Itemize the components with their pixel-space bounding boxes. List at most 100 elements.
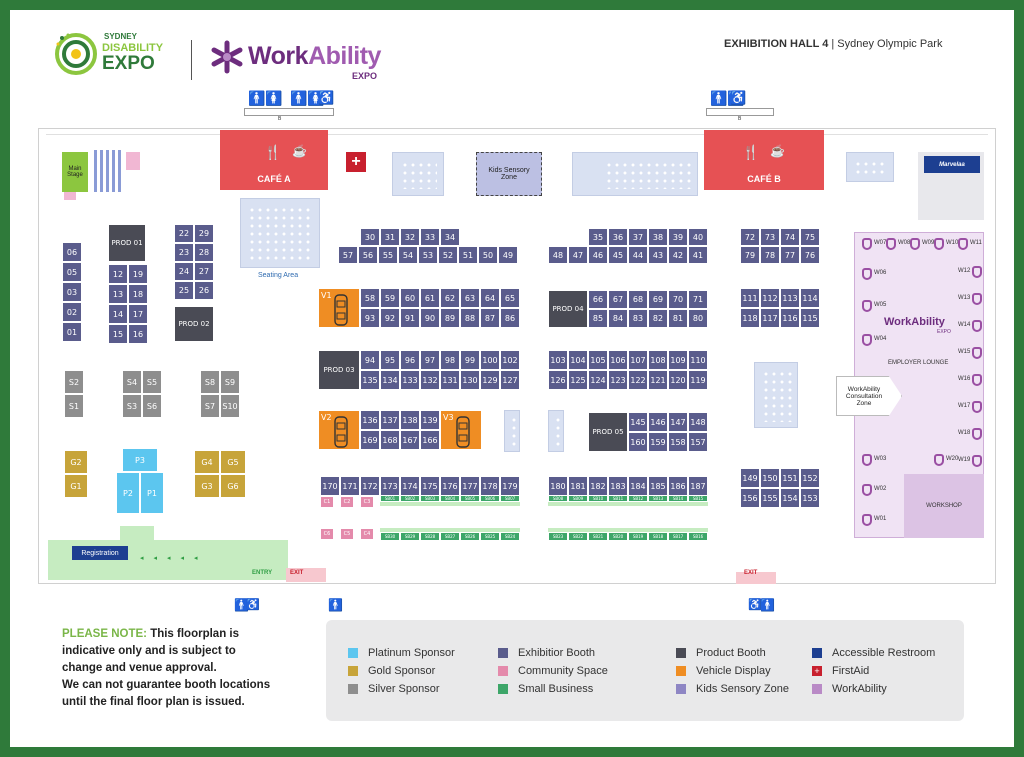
workability-booth-w13[interactable]: W13 [958,295,971,301]
booth-41[interactable]: 41 [688,246,708,264]
booth-60[interactable]: 60 [400,288,420,308]
booth-27[interactable]: 27 [194,262,214,281]
workability-booth-w12[interactable]: W12 [958,268,971,274]
workability-booth-w14[interactable]: W14 [958,322,971,328]
booth-sb20[interactable]: SB20 [608,532,628,541]
booth-155[interactable]: 155 [760,488,780,508]
workability-booth-w17[interactable]: W17 [958,403,971,409]
booth-120[interactable]: 120 [668,370,688,390]
booth-104[interactable]: 104 [568,350,588,370]
booth-57[interactable]: 57 [338,246,358,264]
booth-92[interactable]: 92 [380,308,400,328]
booth-24[interactable]: 24 [174,262,194,281]
booth-19[interactable]: 19 [128,264,148,284]
booth-15[interactable]: 15 [108,324,128,344]
booth-03[interactable]: 03 [62,282,82,302]
booth-33[interactable]: 33 [420,228,440,246]
booth-84[interactable]: 84 [608,309,628,328]
booth-c5[interactable]: C5 [340,528,354,540]
booth-50[interactable]: 50 [478,246,498,264]
booth-134[interactable]: 134 [380,370,400,390]
booth-132[interactable]: 132 [420,370,440,390]
booth-61[interactable]: 61 [420,288,440,308]
booth-37[interactable]: 37 [628,228,648,246]
booth-c1[interactable]: C1 [320,496,334,508]
booth-113[interactable]: 113 [780,288,800,308]
booth-114[interactable]: 114 [800,288,820,308]
booth-151[interactable]: 151 [780,468,800,488]
booth-p1[interactable]: P1 [140,472,164,514]
booth-95[interactable]: 95 [380,350,400,370]
booth-118[interactable]: 118 [740,308,760,328]
booth-119[interactable]: 119 [688,370,708,390]
booth-36[interactable]: 36 [608,228,628,246]
booth-sb01[interactable]: SB01 [380,495,400,502]
booth-100[interactable]: 100 [480,350,500,370]
booth-79[interactable]: 79 [740,246,760,264]
booth-sb17[interactable]: SB17 [668,532,688,541]
booth-171[interactable]: 171 [340,476,360,496]
booth-14[interactable]: 14 [108,304,128,324]
booth-51[interactable]: 51 [458,246,478,264]
booth-34[interactable]: 34 [440,228,460,246]
booth-prod-02[interactable]: PROD 02 [174,306,214,342]
booth-156[interactable]: 156 [740,488,760,508]
booth-g4[interactable]: G4 [194,450,220,474]
workability-booth-w06[interactable]: W06 [874,270,887,276]
booth-94[interactable]: 94 [360,350,380,370]
booth-135[interactable]: 135 [360,370,380,390]
booth-149[interactable]: 149 [740,468,760,488]
booth-124[interactable]: 124 [588,370,608,390]
booth-38[interactable]: 38 [648,228,668,246]
booth-sb05[interactable]: SB05 [460,495,480,502]
booth-01[interactable]: 01 [62,322,82,342]
booth-182[interactable]: 182 [588,476,608,496]
booth-s9[interactable]: S9 [220,370,240,394]
booth-80[interactable]: 80 [688,309,708,328]
booth-45[interactable]: 45 [608,246,628,264]
booth-47[interactable]: 47 [568,246,588,264]
booth-32[interactable]: 32 [400,228,420,246]
booth-s7[interactable]: S7 [200,394,220,418]
booth-16[interactable]: 16 [128,324,148,344]
booth-sb14[interactable]: SB14 [668,495,688,502]
booth-98[interactable]: 98 [440,350,460,370]
booth-73[interactable]: 73 [760,228,780,246]
booth-148[interactable]: 148 [688,412,708,432]
booth-183[interactable]: 183 [608,476,628,496]
booth-63[interactable]: 63 [460,288,480,308]
booth-176[interactable]: 176 [440,476,460,496]
booth-146[interactable]: 146 [648,412,668,432]
booth-96[interactable]: 96 [400,350,420,370]
booth-186[interactable]: 186 [668,476,688,496]
booth-139[interactable]: 139 [420,410,440,430]
workability-booth-w02[interactable]: W02 [874,486,887,492]
booth-26[interactable]: 26 [194,281,214,300]
booth-175[interactable]: 175 [420,476,440,496]
booth-55[interactable]: 55 [378,246,398,264]
booth-p3[interactable]: P3 [122,448,158,472]
booth-168[interactable]: 168 [380,430,400,450]
workability-booth-w10[interactable]: W10 [946,240,959,246]
booth-sb29[interactable]: SB29 [400,532,420,541]
booth-sb09[interactable]: SB09 [568,495,588,502]
booth-30[interactable]: 30 [360,228,380,246]
booth-115[interactable]: 115 [800,308,820,328]
booth-122[interactable]: 122 [628,370,648,390]
booth-110[interactable]: 110 [688,350,708,370]
booth-sb23[interactable]: SB23 [548,532,568,541]
booth-40[interactable]: 40 [688,228,708,246]
booth-sb19[interactable]: SB19 [628,532,648,541]
booth-75[interactable]: 75 [800,228,820,246]
booth-184[interactable]: 184 [628,476,648,496]
booth-g3[interactable]: G3 [194,474,220,498]
booth-48[interactable]: 48 [548,246,568,264]
booth-59[interactable]: 59 [380,288,400,308]
booth-sb30[interactable]: SB30 [380,532,400,541]
booth-93[interactable]: 93 [360,308,380,328]
booth-s3[interactable]: S3 [122,394,142,418]
booth-69[interactable]: 69 [648,290,668,309]
booth-137[interactable]: 137 [380,410,400,430]
booth-sb18[interactable]: SB18 [648,532,668,541]
booth-76[interactable]: 76 [800,246,820,264]
